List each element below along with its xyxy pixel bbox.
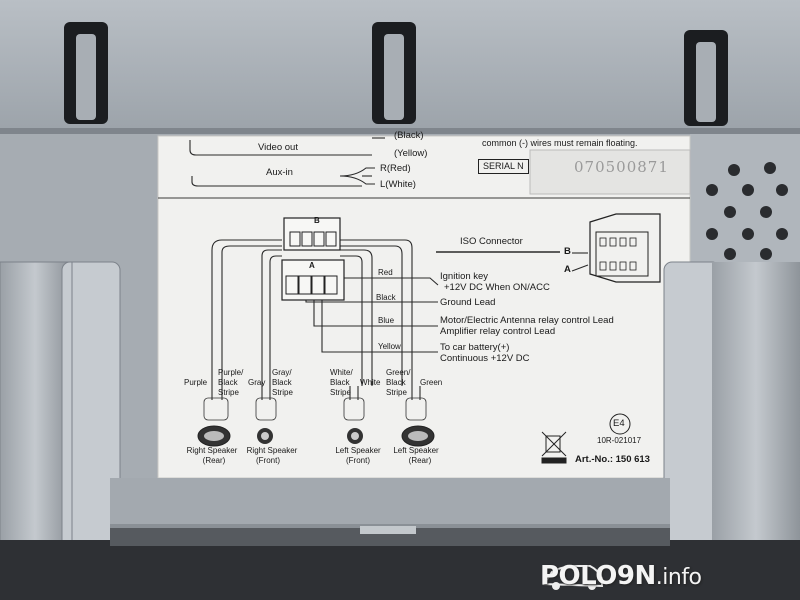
wire-white: White [360,378,381,387]
e-mark-circle [609,413,631,435]
speaker-icons [197,425,435,447]
speaker-left-rear-1: Left Speaker [393,446,439,455]
lead-black-desc: Ground Lead [440,297,496,308]
plug-b [283,217,341,251]
wire-white-black-1: White/ [330,368,353,377]
wire-green-black-1: Green/ [386,368,411,377]
speaker-left-front-1: Left Speaker [335,446,381,455]
lead-red-desc-2: +12V DC When ON/ACC [444,282,550,293]
label-black: (Black) [394,130,424,141]
serial-number: 070500871 [574,158,669,176]
speaker-right-rear-1: Right Speaker [186,446,238,455]
iso-socket-icon [589,213,661,283]
wire-white-black-3: Stripe [330,388,351,397]
watermark-domain: .info [655,565,702,590]
label-l-white: L(White) [380,179,416,190]
label-notice: common (-) wires must remain floating. [482,138,638,148]
wire-gray-black-3: Stripe [272,388,293,397]
wire-purple: Purple [184,378,208,387]
label-r-red: R(Red) [380,163,411,174]
speaker-right-front-1: Right Speaker [246,446,298,455]
inline-fuses [203,397,427,421]
lead-red-desc-1: Ignition key [440,271,489,282]
speaker-left-rear-2: (Rear) [408,456,432,465]
wire-gray-black-1: Gray/ [272,368,292,377]
socket-a-letter: A [564,264,571,275]
iso-connector-title: ISO Connector [460,236,523,247]
watermark-brand: POLO9N [540,561,656,591]
weee-bin-icon [541,431,567,464]
wire-gray-black-2: Black [272,378,292,387]
wire-purple-black-3: Stripe [218,388,239,397]
lead-blue-desc-2: Amplifier relay control Lead [440,326,556,337]
label-yellow: (Yellow) [394,148,428,159]
plug-a [281,259,345,301]
approval-number: 10R-021017 [597,436,642,445]
speaker-left-front-2: (Front) [346,456,370,465]
article-number: Art.-No.: 150 613 [575,454,650,465]
wire-green-black-3: Stripe [386,388,407,397]
lead-red-color: Red [378,268,393,277]
wire-green: Green [420,378,443,387]
label-serial-prefix: SERIAL N [478,159,529,175]
vent-holes [706,162,788,260]
plug-a-letter: A [309,261,315,270]
wire-white-black-2: Black [330,378,350,387]
label-video-out: Video out [258,142,298,153]
lead-blue-color: Blue [378,316,395,325]
lead-blue-desc-1: Motor/Electric Antenna relay control Lea… [440,315,614,326]
e-mark: E4 [613,418,625,429]
lead-black-color: Black [376,293,396,302]
top-slots [64,22,728,126]
lead-yellow-desc-1: To car battery(+) [440,342,510,353]
speaker-right-front-2: (Front) [256,456,280,465]
wire-purple-black-2: Black [218,378,238,387]
label-aux-in: Aux-in [266,167,293,178]
socket-b-letter: B [564,246,571,257]
lead-yellow-desc-2: Continuous +12V DC [440,353,530,364]
watermark-logo: POLO9N.info [540,561,702,591]
lead-yellow-color: Yellow [378,342,401,351]
wire-green-black-2: Black [386,378,406,387]
wire-gray: Gray [248,378,266,387]
wire-purple-black-1: Purple/ [218,368,244,377]
plug-b-letter: B [314,216,320,225]
speaker-right-rear-2: (Rear) [202,456,226,465]
